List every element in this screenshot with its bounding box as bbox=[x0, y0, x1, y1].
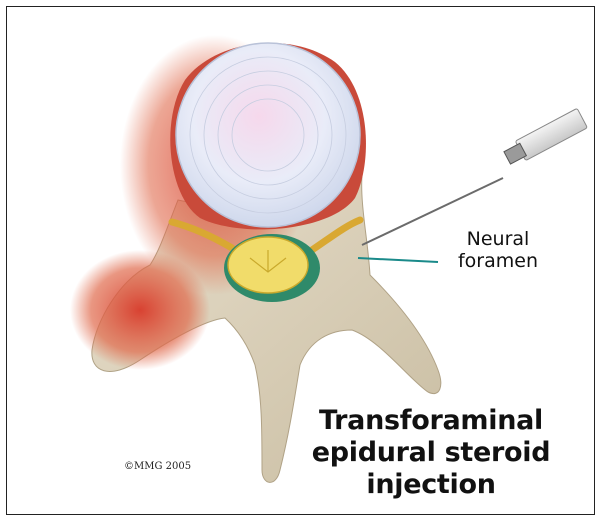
foramen-pointer bbox=[358, 258, 438, 262]
neural-foramen-label: Neural foramen bbox=[438, 228, 558, 272]
copyright-notice: ©MMG 2005 bbox=[124, 461, 191, 472]
figure-caption: Transforaminal epidural steroid injectio… bbox=[286, 405, 576, 501]
syringe bbox=[502, 108, 587, 167]
